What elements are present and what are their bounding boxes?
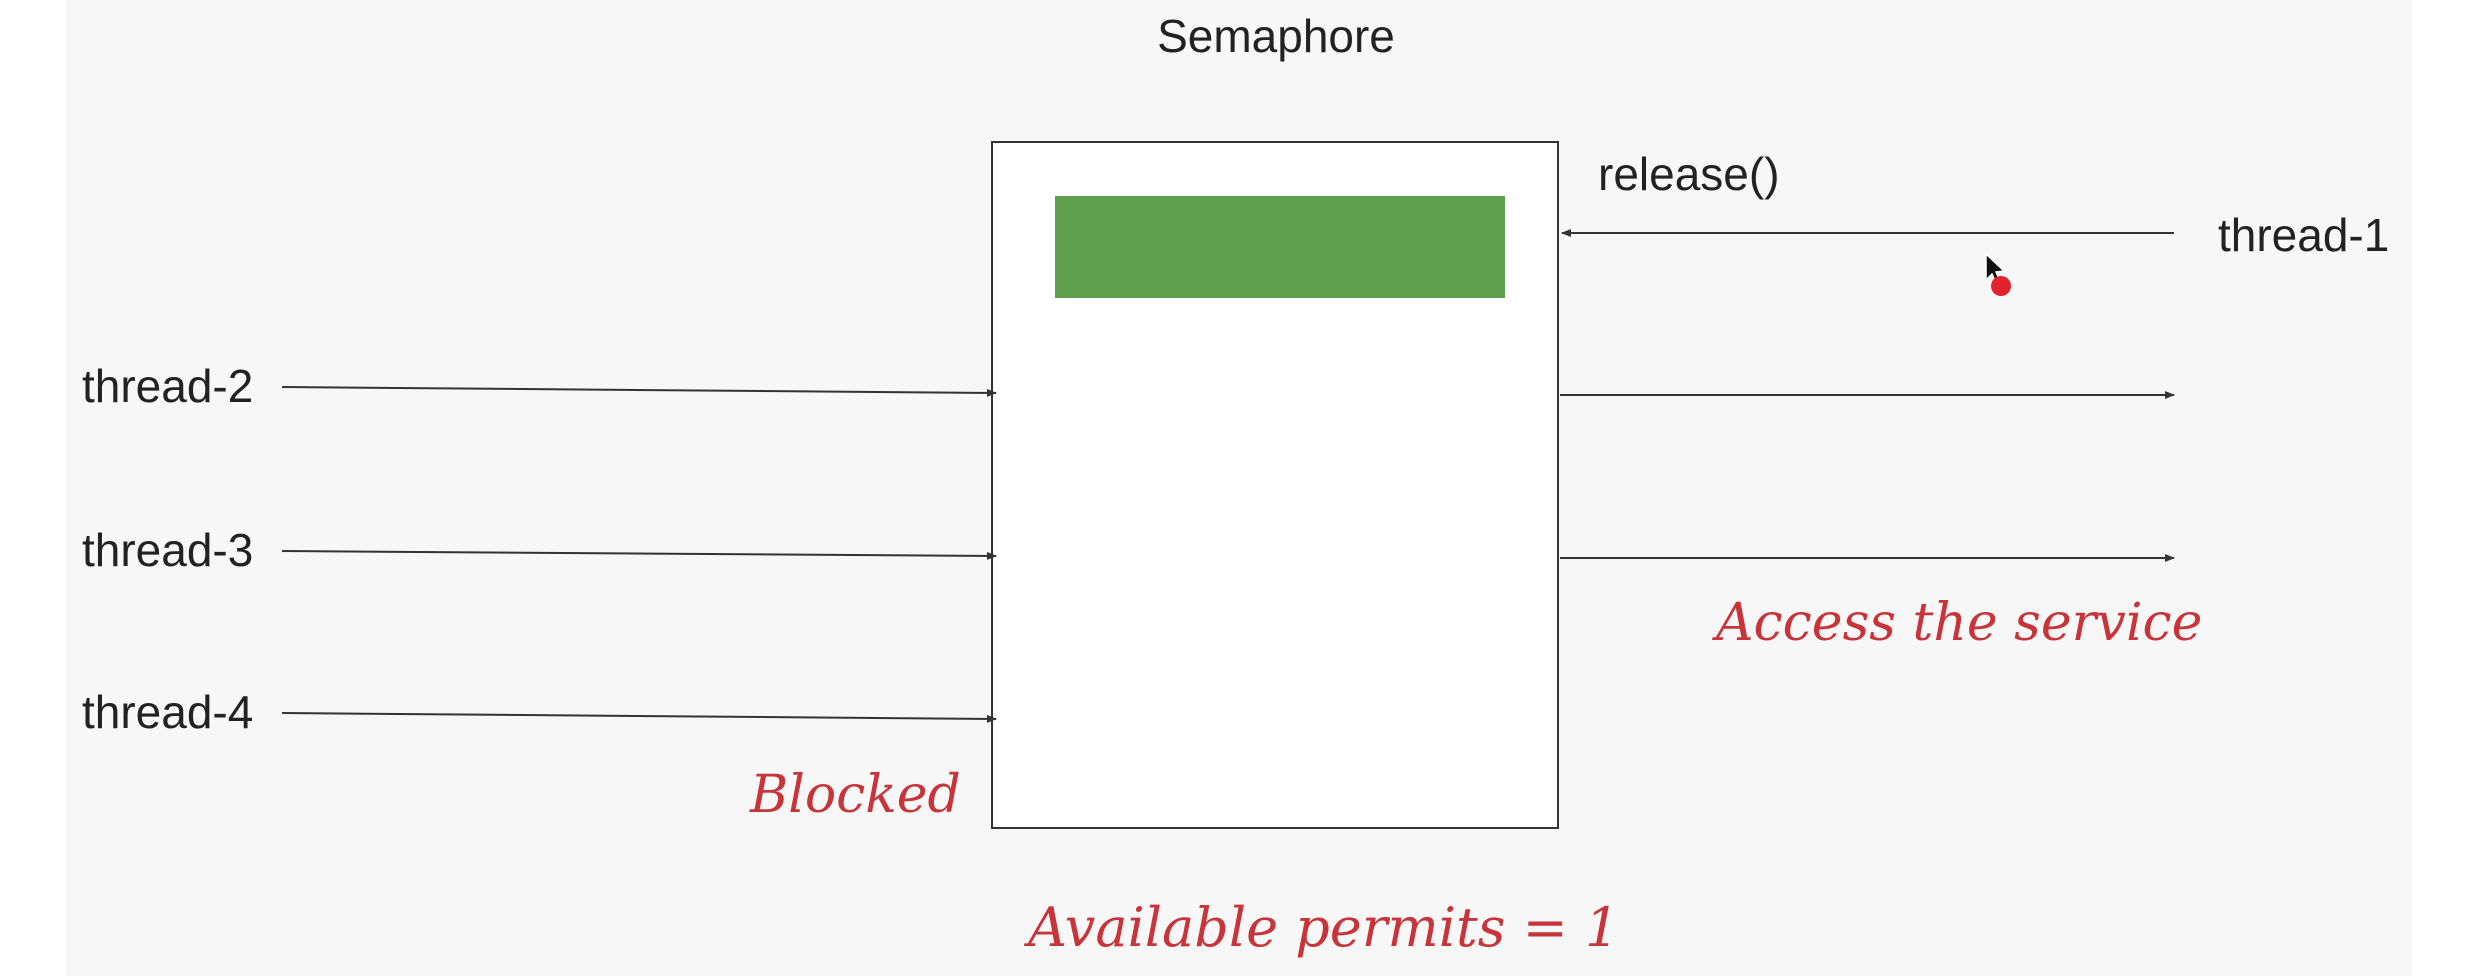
access-annotation: Access the service [1712,593,2202,653]
thread-1-label: thread-1 [2218,209,2389,261]
thread-3-arrow [281,550,997,560]
thread-2-arrow [281,386,997,397]
thread-4-arrow [281,712,997,723]
thread-2-label: thread-2 [82,360,253,412]
release-label: release() [1598,148,1780,200]
cursor-highlight-dot [1991,276,2011,296]
blocked-annotation: Blocked [749,765,961,825]
permits-annotation: Available permits = 1 [1023,896,1619,959]
semaphore-title: Semaphore [1157,10,1395,62]
permit-block [1055,196,1505,298]
thread-4-label: thread-4 [82,686,253,738]
thread-3-label: thread-3 [82,524,253,576]
